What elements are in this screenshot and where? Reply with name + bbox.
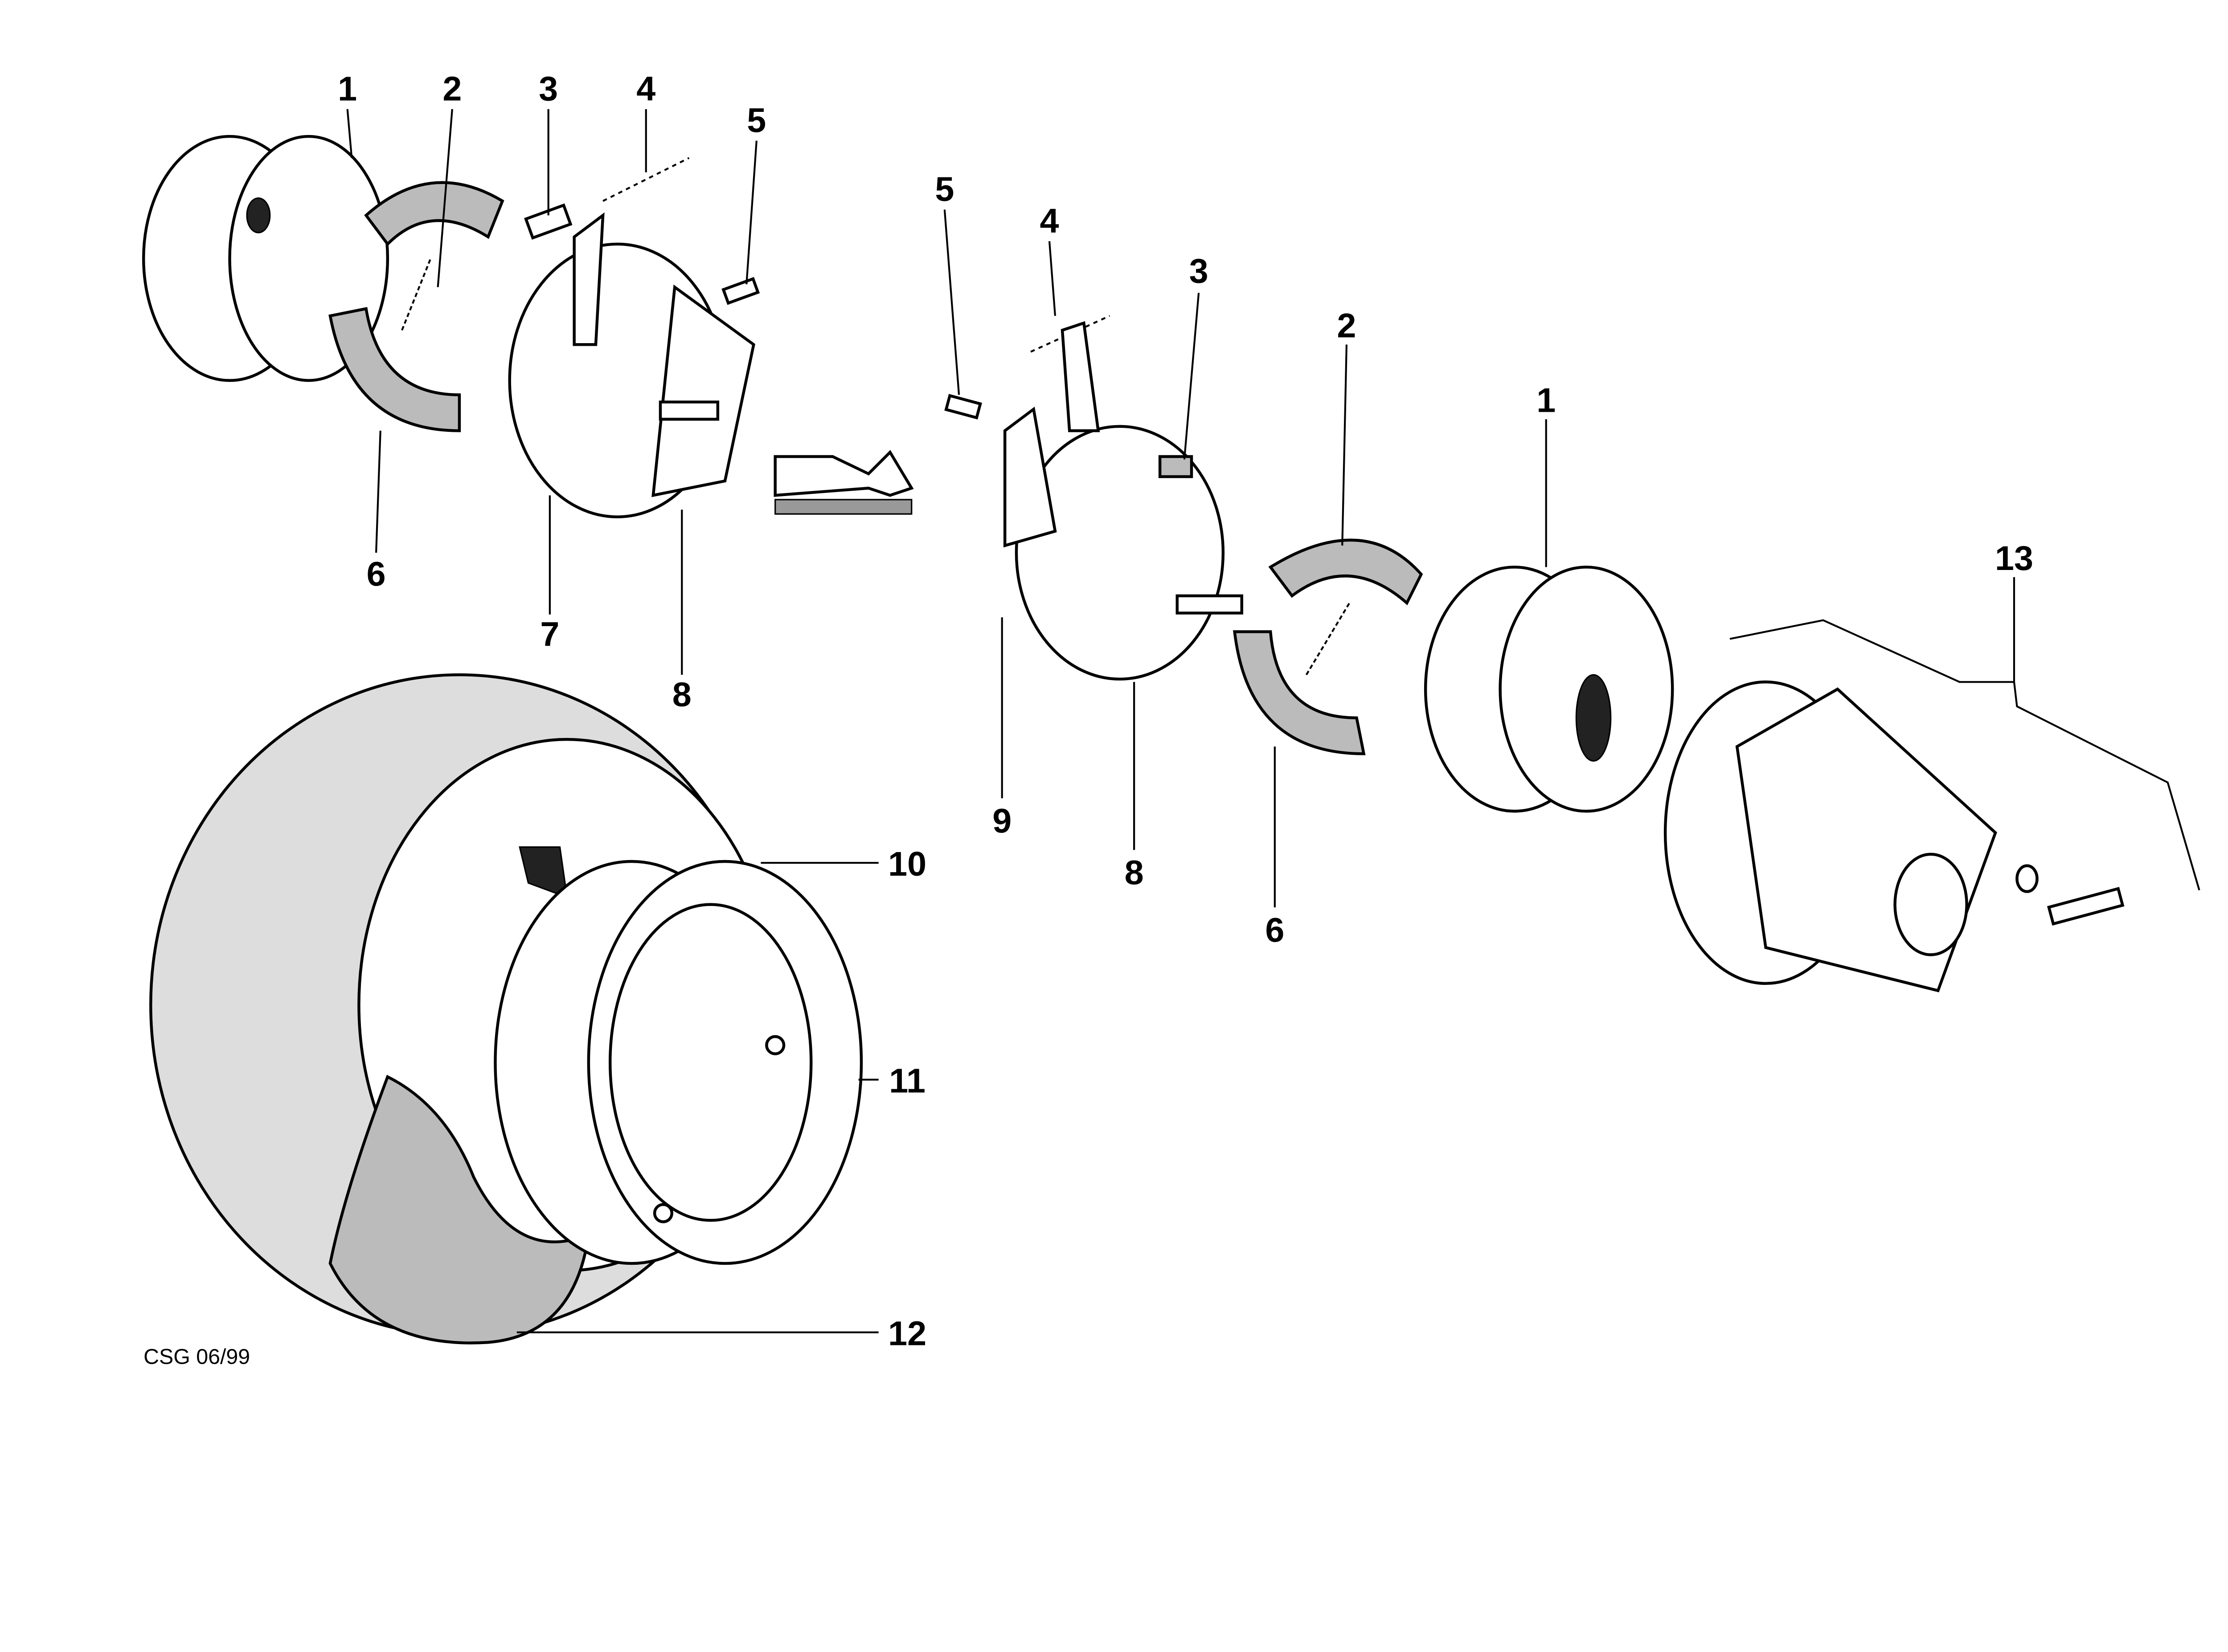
label-5: 5 [935,170,954,209]
label-1: 1 [1536,381,1556,420]
label-4: 4 [636,70,655,108]
label-9: 9 [992,802,1012,840]
right-hub-housing [1663,680,2125,992]
wheel-callouts: 10 11 12 [516,845,926,1353]
label-5: 5 [747,101,766,139]
right-bolt [944,394,982,420]
left-backing-plate [508,212,755,519]
label-8: 8 [672,676,692,714]
label-6: 6 [367,555,386,593]
right-backing-plate [1003,321,1243,681]
label-13: 13 [1995,539,2033,578]
label-3: 3 [539,70,558,108]
label-1: 1 [338,70,357,108]
label-2: 2 [442,70,462,108]
right-brake-shoes [1233,538,1423,755]
inner-tube [328,1074,590,1345]
label-4: 4 [1040,202,1059,240]
label-10: 10 [888,845,926,883]
label-2: 2 [1337,307,1356,345]
wheel-rim [494,860,863,1265]
right-brake-drum [1424,566,1674,813]
direction-arrow-icon [774,450,914,515]
left-brake-shoes [328,181,504,432]
left-spring [602,157,690,202]
label-12: 12 [888,1315,926,1353]
label-6: 6 [1265,911,1284,949]
label-3: 3 [1189,252,1208,291]
parts-diagram: 1 2 3 4 5 6 7 8 [142,70,2200,1369]
label-11: 11 [889,1062,926,1100]
label-8: 8 [1125,854,1144,892]
diagram-container: 1 2 3 4 5 6 7 8 [142,70,2200,1369]
left-pin [524,203,573,240]
left-bolt [721,277,760,305]
label-7: 7 [540,615,559,654]
left-callouts: 1 2 3 4 5 6 7 8 [338,70,766,714]
right-callouts: 5 4 3 2 1 13 9 8 6 [935,170,2200,949]
drawing-code: CSG 06/99 [143,1345,250,1369]
